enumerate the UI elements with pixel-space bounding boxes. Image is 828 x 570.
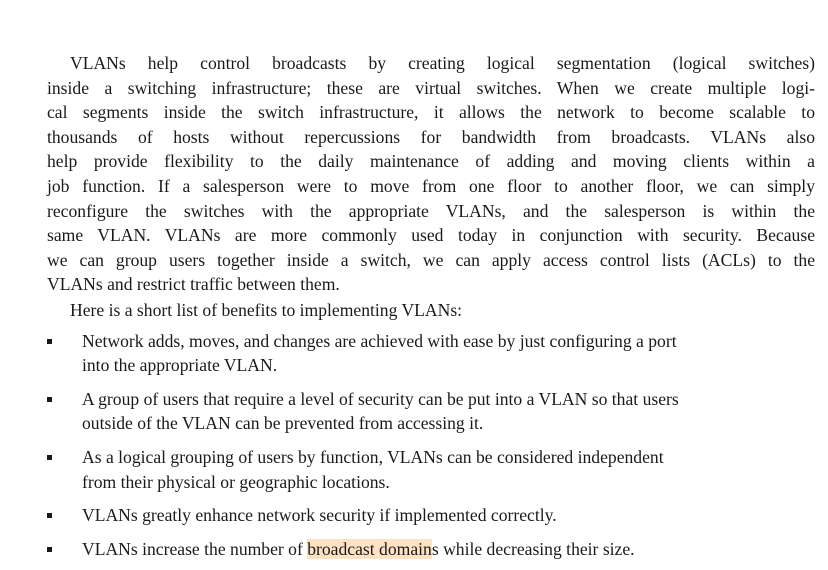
paragraph-line: VLANs help control broadcasts by creatin… bbox=[70, 53, 815, 73]
paragraph-line: job function. If a salesperson were to m… bbox=[47, 175, 815, 196]
list-item: A group of users that require a level of… bbox=[47, 387, 815, 436]
list-item: VLANs increase the number of broadcast d… bbox=[47, 537, 815, 562]
list-item-line: from their physical or geographic locati… bbox=[82, 471, 390, 492]
list-item-line: A group of users that require a level of… bbox=[82, 388, 679, 409]
list-item: As a logical grouping of users by functi… bbox=[47, 445, 815, 494]
paragraph-line: inside a switching infrastructure; these… bbox=[47, 77, 815, 98]
paragraph-line: reconfigure the switches with the approp… bbox=[47, 200, 815, 221]
text-run: VLANs increase the number of bbox=[82, 538, 308, 559]
bullet-icon bbox=[47, 513, 52, 519]
document-page: VLANs help control broadcasts by creatin… bbox=[47, 51, 815, 570]
highlighted-term[interactable]: broadcast domain bbox=[307, 538, 432, 559]
body-paragraph: VLANs help control broadcasts by creatin… bbox=[47, 51, 815, 323]
paragraph-line: cal segments inside the switch infrastru… bbox=[47, 102, 815, 123]
bullet-icon bbox=[47, 546, 52, 552]
benefits-list: Network adds, moves, and changes are ach… bbox=[47, 329, 815, 562]
paragraph-line: help provide flexibility to the daily ma… bbox=[47, 151, 815, 172]
list-item-line: outside of the VLAN can be prevented fro… bbox=[82, 413, 484, 434]
list-item: Network adds, moves, and changes are ach… bbox=[47, 329, 815, 378]
bullet-icon bbox=[47, 396, 52, 402]
bullet-icon bbox=[47, 454, 52, 460]
paragraph-line: VLANs and restrict traffic between them. bbox=[47, 274, 340, 295]
paragraph-line: we can group users together inside a swi… bbox=[47, 249, 815, 270]
list-item-line: VLANs greatly enhance network security i… bbox=[82, 505, 557, 526]
list-item-line: VLANs increase the number of broadcast d… bbox=[82, 537, 815, 562]
list-item-line: Network adds, moves, and changes are ach… bbox=[82, 330, 677, 351]
list-item-line: As a logical grouping of users by functi… bbox=[82, 446, 664, 467]
text-run: s while decreasing their size. bbox=[431, 538, 635, 559]
list-item: VLANs greatly enhance network security i… bbox=[47, 503, 815, 528]
paragraph-line: thousands of hosts without repercussions… bbox=[47, 126, 815, 147]
list-item-line: into the appropriate VLAN. bbox=[82, 355, 278, 376]
bullet-icon bbox=[47, 338, 52, 344]
list-intro: Here is a short list of benefits to impl… bbox=[70, 299, 463, 320]
paragraph-line: same VLAN. VLANs are more commonly used … bbox=[47, 225, 815, 246]
